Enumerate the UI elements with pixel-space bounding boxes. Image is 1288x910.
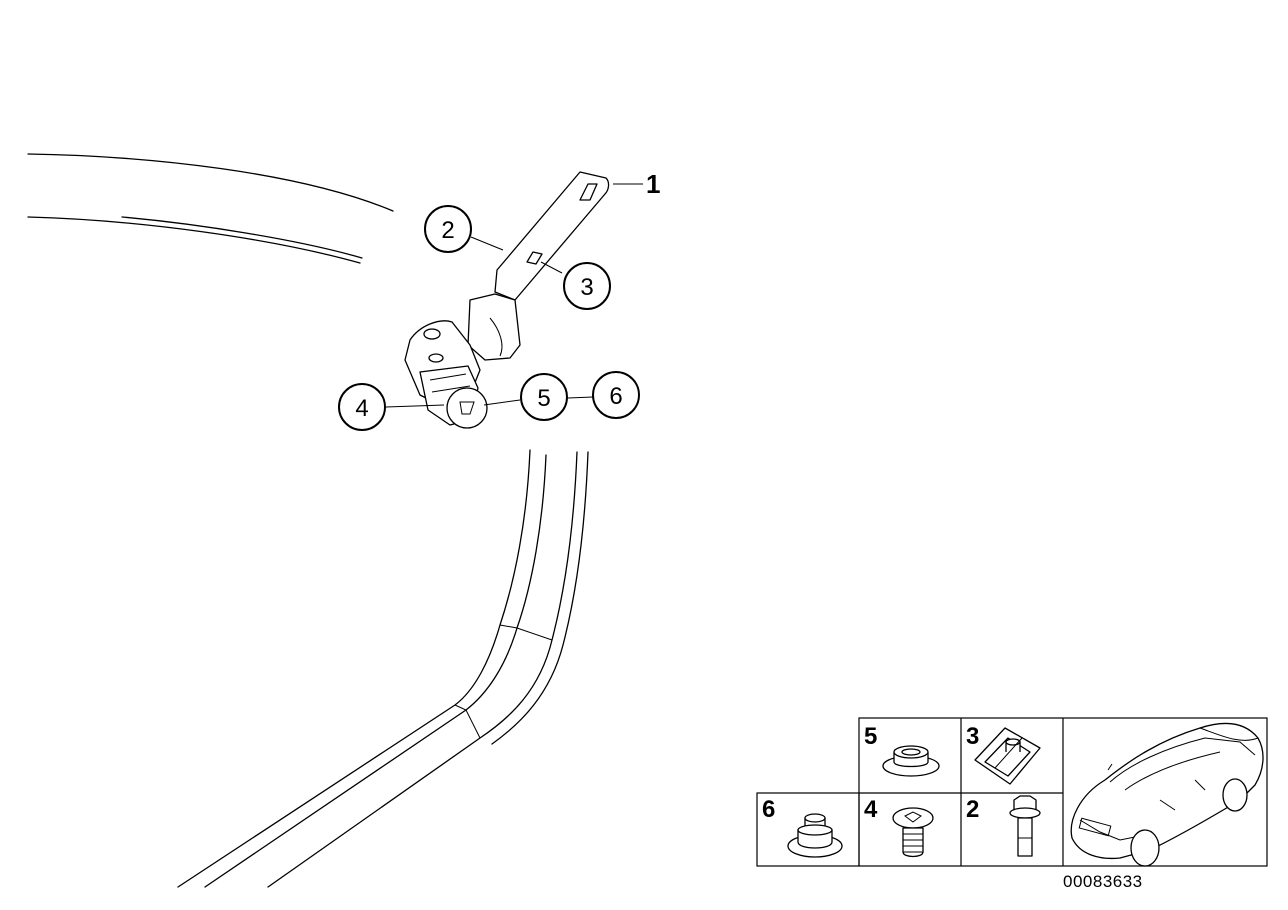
parts-cell-2: 2 xyxy=(966,795,1041,857)
callout-4-label: 4 xyxy=(355,395,368,422)
callout-4: 4 xyxy=(338,383,386,431)
callout-5-label: 5 xyxy=(537,385,550,412)
callout-3: 3 xyxy=(563,262,611,310)
parts-cell-3: 3 xyxy=(966,723,1041,785)
parts-cell-4-label: 4 xyxy=(864,796,878,823)
parts-cell-3-label: 3 xyxy=(966,723,979,750)
parts-cell-6: 6 xyxy=(762,796,843,858)
parts-cell-4: 4 xyxy=(864,796,934,858)
car-icon xyxy=(1070,722,1264,867)
callout-6-label: 6 xyxy=(609,383,622,410)
parts-cell-2-label: 2 xyxy=(966,796,979,823)
clip-nut-icon xyxy=(974,727,1041,785)
callout-2: 2 xyxy=(424,205,472,253)
oval-head-screw-icon xyxy=(892,807,934,858)
callout-1-label: 1 xyxy=(646,169,660,199)
door-frame-lines xyxy=(177,449,589,888)
parts-cell-5-label: 5 xyxy=(864,723,877,750)
roof-frame-lines xyxy=(27,153,394,264)
collar-nut-icon xyxy=(787,813,843,858)
callout-2-label: 2 xyxy=(441,217,454,244)
hinge-bracket xyxy=(404,171,610,429)
callout-3-label: 3 xyxy=(580,274,593,301)
washer-icon xyxy=(882,745,940,777)
leader-lines xyxy=(385,183,643,408)
parts-cell-6-label: 6 xyxy=(762,796,775,823)
parts-cell-5: 5 xyxy=(864,723,940,777)
callout-5: 5 xyxy=(520,373,568,421)
parts-table: 5 3 6 xyxy=(756,717,1268,867)
document-number: 00083633 xyxy=(1063,872,1143,891)
callout-6: 6 xyxy=(592,371,640,419)
hex-bolt-icon xyxy=(1009,795,1041,857)
